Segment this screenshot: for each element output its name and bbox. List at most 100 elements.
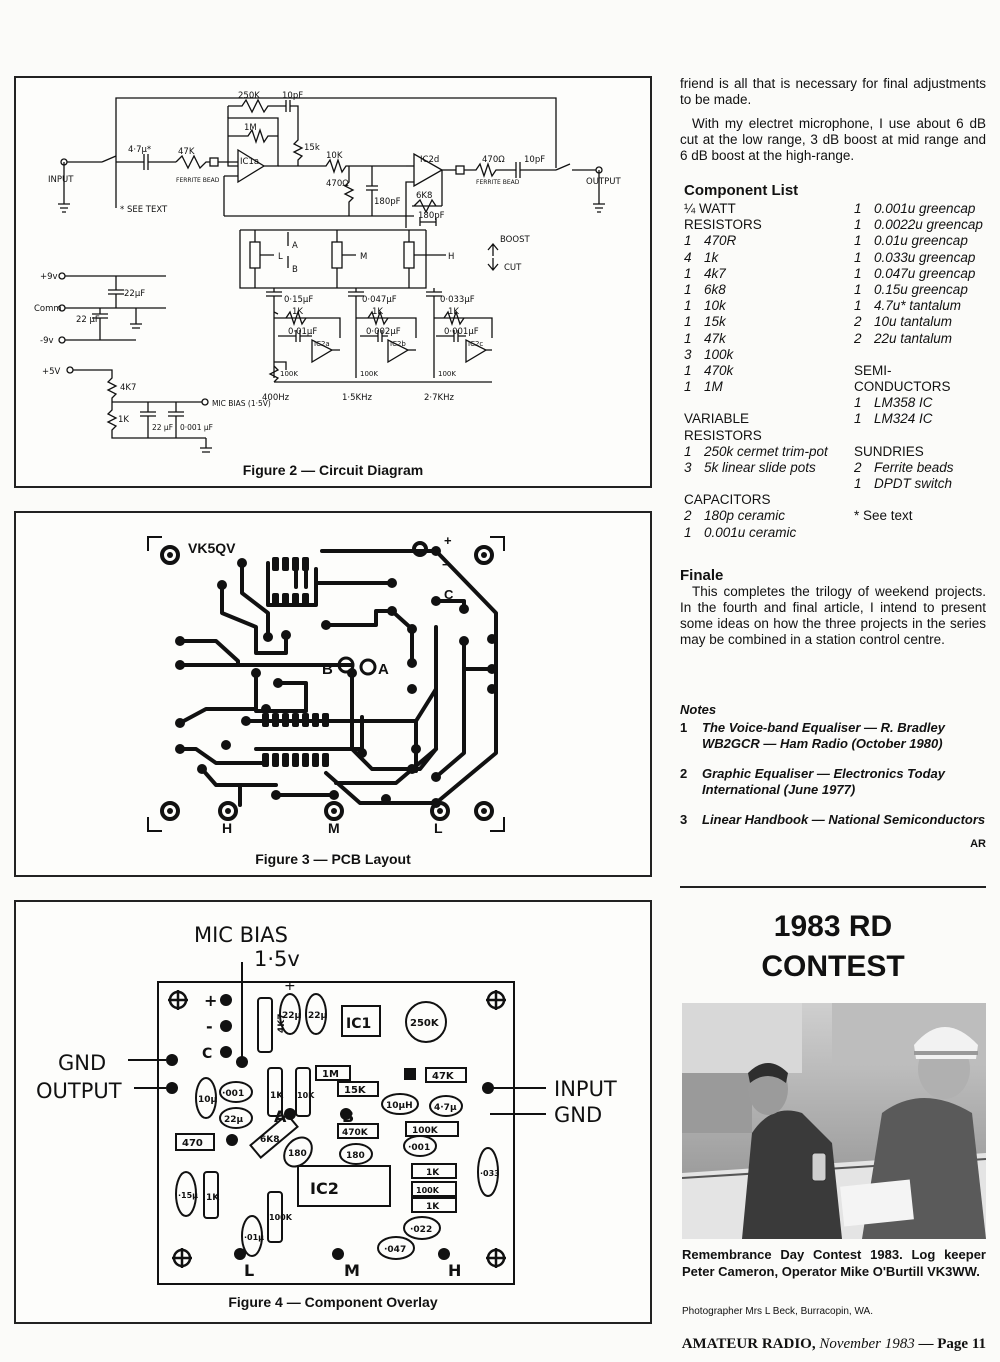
b-pad-label: B [342, 1107, 354, 1126]
r-1k-c-label: 1K [448, 307, 459, 317]
c-22u-c-label: 22μ [224, 1115, 244, 1125]
ar-signature: AR [970, 838, 986, 850]
see-text-label: * SEE TEXT [120, 205, 168, 215]
c-pad-label: C [202, 1046, 212, 1062]
contest-title-line-1: 1983 RD [773, 910, 893, 943]
semi-label: SEMI- [854, 362, 892, 378]
capacitor-right-quantity: 1 [854, 265, 862, 281]
pot-250k-label: 250K [410, 1018, 440, 1029]
note-number: 1 [680, 720, 688, 735]
input-label: INPUT [48, 175, 74, 185]
resistor-quantity: 3 [684, 346, 692, 362]
see-text-note: * See text [854, 508, 913, 524]
capacitor-right-item: 1 0.0022u greencap [854, 217, 983, 233]
figure-4-caption: Figure 4 — Component Overlay [228, 1294, 438, 1310]
magazine-name: AMATEUR RADIO, [681, 1336, 816, 1352]
mic-bias-voltage-label: 1·5v [254, 947, 300, 971]
c-10p-label: 10μ [198, 1095, 218, 1105]
variable-resistors-label: RESISTORS [684, 427, 762, 443]
r-100k-b-label: 100K [360, 370, 378, 378]
note-text: Graphic Equaliser — Electronics Today In… [702, 766, 945, 797]
m-label: M [328, 820, 340, 836]
c-180pf-b-label: 180pF [418, 211, 445, 221]
node-b-label: B [292, 265, 298, 275]
l-pad-label: L [244, 1261, 254, 1280]
figure-3-pcb-layout: VK5QV + − C A B H M L Figure 3 — PCB Lay… [14, 511, 652, 877]
intro-paragraph-2: With my electret microphone, I use about… [680, 116, 986, 163]
resistor-quantity: 1 [684, 363, 692, 379]
c-047-label: ·047 [384, 1245, 406, 1255]
note-number: 3 [680, 812, 688, 827]
c-10uh-label: 10μH [386, 1101, 413, 1111]
figure-2-caption: Figure 2 — Circuit Diagram [242, 462, 424, 478]
a-label: A [378, 661, 389, 678]
capacitor-right-quantity: 1 [854, 298, 862, 314]
ic1-label: IC1 [346, 1016, 371, 1032]
semiconductor-quantity: 1 [854, 395, 862, 411]
resistor-value: 1M [704, 379, 723, 395]
capacitor-quantity: 2 [684, 508, 692, 524]
resistor-quantity: 1 [684, 314, 692, 330]
c-0001-pf-label: 0·001 μF [180, 423, 213, 432]
ic2c-label: IC2c [468, 340, 483, 348]
capacitor-value: 0.001u ceramic [704, 524, 797, 540]
c-180-a-label: 180 [288, 1149, 307, 1159]
comm-label: Comm [34, 304, 62, 314]
variable-label: VARIABLE [684, 411, 750, 427]
ferrite-bead-label: FERRITE BEAD [176, 177, 220, 184]
capacitor-value: 180p ceramic [704, 508, 786, 524]
r-15k-label: 15k [304, 143, 320, 153]
c-180pf-a-label: 180pF [374, 197, 401, 207]
component-list-heading: Component List [684, 182, 799, 199]
variable-resistor-value: 250k cermet trim-pot [704, 443, 828, 459]
circuit-schematic [58, 97, 605, 453]
node-h-label: H [448, 252, 454, 262]
m-pad-label: M [344, 1261, 360, 1280]
h-label: H [222, 820, 232, 836]
ic2a-label: IC2a [314, 340, 330, 348]
variable-resistor-quantity: 3 [684, 460, 692, 476]
contest-title: 1983 RD CONTEST [680, 907, 986, 987]
r-10k-label: 10K [326, 151, 343, 161]
c-015-label: 0·15μF [284, 295, 313, 305]
r-1k-a-label: 1K [270, 1091, 284, 1101]
resistor-value: 4k7 [704, 265, 726, 281]
r-470r-mid-label: 470Ω [326, 179, 349, 189]
capacitor-right-quantity: 1 [854, 217, 862, 233]
r-470k-label: 470K [342, 1128, 369, 1138]
r-100k-b-label: 100K [416, 1186, 440, 1195]
capacitor-right-quantity: 1 [854, 282, 862, 298]
overlay-artwork [128, 962, 546, 1285]
c-0033-label: 0·033μF [440, 295, 475, 305]
r-100k-c-label: 100K [438, 370, 456, 378]
r-1k-b-label: 1K [426, 1168, 440, 1178]
mic-bias-label: MIC BIAS (1·5V) [212, 399, 271, 408]
figure-3-caption: Figure 3 — PCB Layout [255, 851, 411, 867]
c-001-label: 0·01μF [288, 327, 317, 337]
notes-heading: Notes [680, 702, 717, 717]
intro-text: friend is all that is necessary for fina… [680, 76, 986, 172]
h-pad-label: H [448, 1261, 461, 1280]
semiconductor-quantity: 1 [854, 411, 862, 427]
freq-400-label: 400Hz [262, 393, 290, 403]
ic2-label: IC2 [310, 1179, 339, 1198]
r-100k-c-label: 100K [269, 1213, 293, 1222]
capacitor-right-quantity: 1 [854, 201, 862, 216]
capacitor-right-quantity: 1 [854, 249, 862, 265]
photo-caption: Remembrance Day Contest 1983. Log keeper… [682, 1247, 986, 1279]
capacitor-right-value: 0.0022u greencap [874, 217, 983, 233]
c-22-pf-label: 22 μF [76, 315, 100, 325]
